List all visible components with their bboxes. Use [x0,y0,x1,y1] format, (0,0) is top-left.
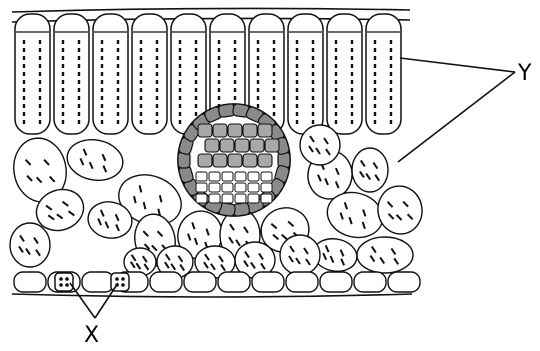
guard-cell-dot [65,283,69,287]
phloem-cell [248,172,259,181]
spongy-cell [374,183,426,238]
palisade-cell [93,14,128,134]
xylem-cell [243,154,257,167]
epidermis-cell [82,272,114,292]
spongy-cell [64,135,126,184]
phloem-cell [261,183,272,192]
phloem-cell [248,194,259,203]
xylem-cell [228,154,242,167]
xylem-cell [250,139,264,152]
epidermis-cell [286,272,318,292]
epidermis-cell [14,272,46,292]
xylem-cell [220,139,234,152]
guard-cell-dot [121,283,125,287]
epidermis-cell [354,272,386,292]
stoma [55,273,73,291]
phloem-cell [196,194,207,203]
xylem-cell [258,124,272,137]
label-y: Y [517,61,532,86]
epidermis-cell [184,272,216,292]
spongy-cell [280,235,320,275]
xylem-cell [228,124,242,137]
phloem-cell [235,172,246,181]
palisade-cell [54,14,89,134]
xylem-cell [265,139,279,152]
spongy-cell [352,148,388,192]
phloem-cell [196,183,207,192]
spongy-cell [10,223,50,267]
guard-cell-dot [115,277,119,281]
epidermis-cell [150,272,182,292]
label-y-leaders [398,58,515,162]
phloem-cell [222,172,233,181]
epidermis-cell [252,272,284,292]
palisade-cell [327,14,362,134]
guard-cell-dot [59,283,63,287]
label-x: X [84,323,99,348]
xylem-cell [198,154,212,167]
xylem-cell [235,139,249,152]
phloem-cell [209,172,220,181]
palisade-cell [15,14,50,134]
guard-cell-dot [121,277,125,281]
xylem-cell [258,154,272,167]
lower-cuticle [12,294,412,297]
spongy-cell [357,237,413,273]
phloem-cell [222,194,233,203]
phloem-cell [235,194,246,203]
xylem-cell [205,139,219,152]
palisade-cell [288,14,323,134]
guard-cell-dot [65,277,69,281]
phloem-cell [235,183,246,192]
phloem-cell [222,183,233,192]
palisade-cell [132,14,167,134]
xylem-cell [213,154,227,167]
epidermis-cell [388,272,420,292]
epidermis-cell [320,272,352,292]
phloem-cell [209,194,220,203]
phloem-cell [261,194,272,203]
phloem-cell [261,172,272,181]
vascular-bundle [178,103,290,216]
xylem-cell [213,124,227,137]
phloem-cell [196,172,207,181]
guard-cell-dot [59,277,63,281]
phloem-cell [209,183,220,192]
epidermis-cell [218,272,250,292]
palisade-cell [366,14,401,134]
spongy-cell [300,125,340,165]
xylem-cell [243,124,257,137]
xylem-cell [198,124,212,137]
phloem-cell [248,183,259,192]
